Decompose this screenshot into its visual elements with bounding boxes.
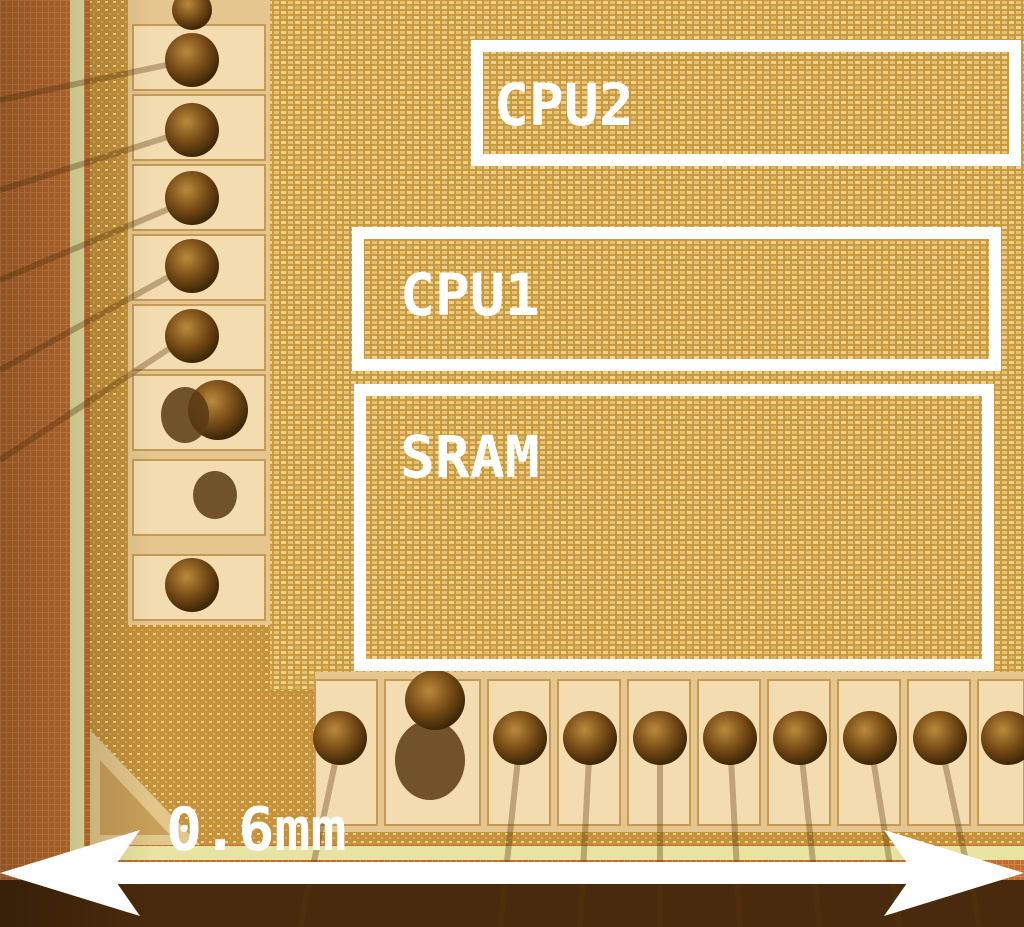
cpu1-label: CPU1 — [400, 261, 540, 329]
sram-region-box — [354, 384, 994, 671]
cpu2-region-box — [471, 40, 1021, 166]
sram-label: SRAM — [400, 423, 540, 491]
cpu2-label: CPU2 — [494, 71, 634, 139]
double-headed-arrow-icon — [0, 830, 1024, 916]
cpu1-region-box — [352, 227, 1001, 371]
scale-bar-label: 0.6mm — [166, 795, 347, 865]
